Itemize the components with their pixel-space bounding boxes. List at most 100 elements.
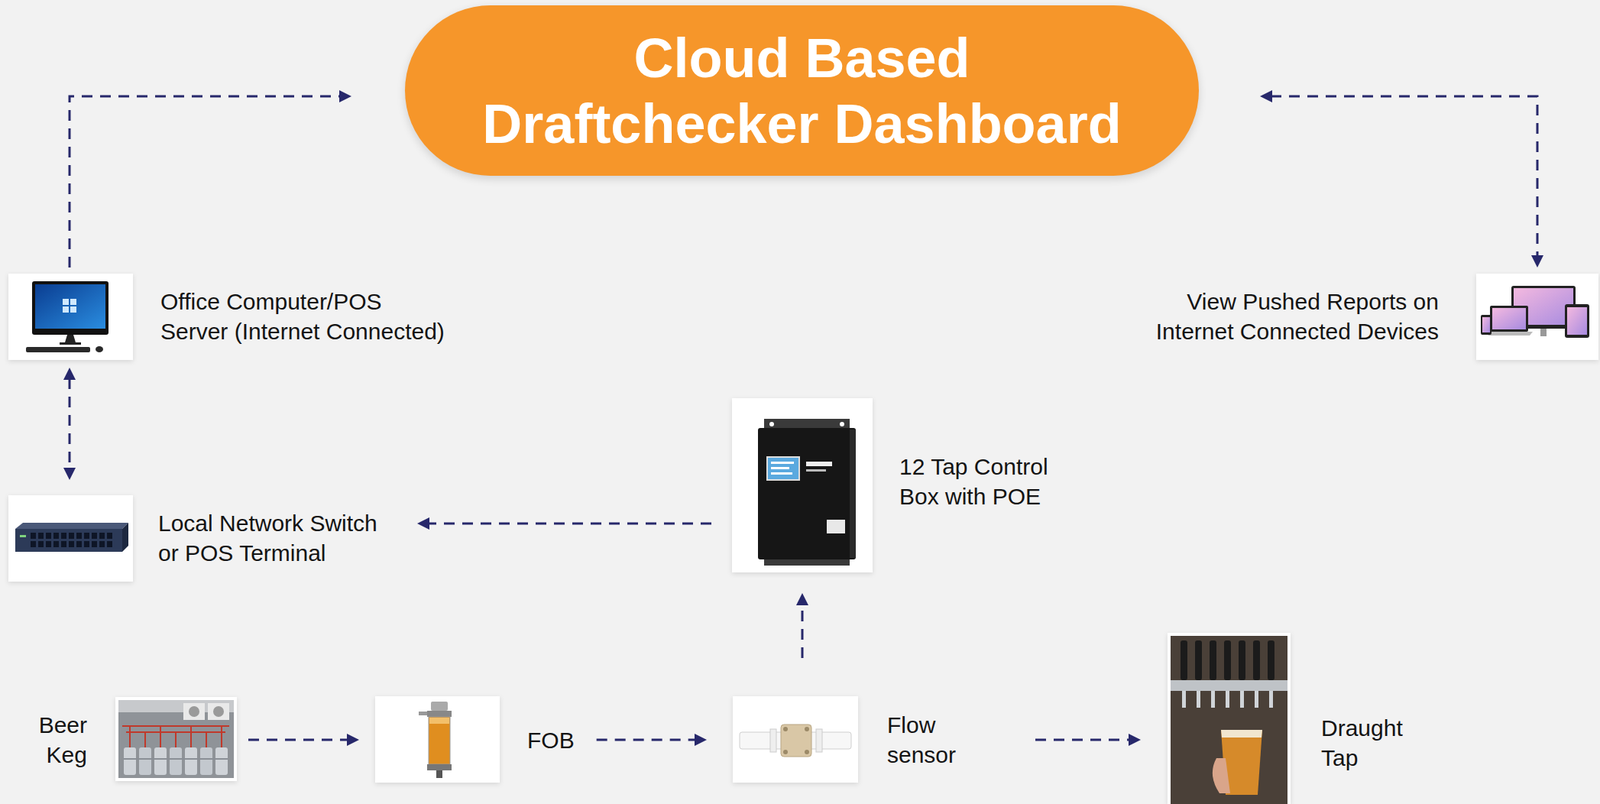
tap-illustration (1182, 690, 1186, 708)
node-label: Draught Tap (1321, 712, 1417, 773)
arrow-head (417, 517, 430, 530)
flow-sensor-illustration (732, 696, 859, 783)
connector-line (248, 738, 349, 742)
image-card-slot (732, 696, 859, 783)
dashed-connector (796, 592, 809, 658)
flow-sensor-node: Flow sensor (732, 696, 972, 783)
control-box-illustration (731, 398, 873, 573)
keg-illustration (215, 747, 228, 775)
node-label: View Pushed Reports on Internet Connecte… (1133, 286, 1439, 347)
switch-illustration (15, 522, 129, 529)
control-box-illustration (767, 456, 800, 480)
tap-illustration (1224, 640, 1231, 681)
tap-illustration (1167, 632, 1291, 804)
tap-illustration (1254, 690, 1259, 708)
image-card-slot (8, 273, 133, 360)
devices-illustration (1489, 305, 1529, 332)
computer-illustration (70, 306, 77, 313)
computer-illustration (62, 306, 69, 313)
dashboard-pill: Cloud Based Draftchecker Dashboard (404, 5, 1199, 176)
flow-sensor-illustration (783, 749, 788, 755)
keg-illustration (184, 747, 198, 775)
control-box-node: 12 Tap Control Box with POE (731, 398, 1076, 573)
fob-illustration (375, 696, 500, 783)
keg-illustration (123, 747, 137, 775)
tap-node: Draught Tap (1167, 632, 1417, 804)
control-box-illustration (806, 461, 833, 467)
tap-illustration (1195, 640, 1202, 681)
control-box-illustration (764, 418, 850, 430)
arrow-head (1531, 255, 1544, 268)
keg-illustration (115, 696, 237, 781)
flow-sensor-illustration (804, 726, 810, 732)
arrow-head (63, 467, 76, 480)
control-box-illustration (839, 421, 845, 427)
computer-illustration (95, 346, 104, 353)
fob-illustration (418, 711, 428, 716)
devices-illustration (1476, 273, 1599, 360)
tap-illustration (1212, 757, 1231, 794)
keg-illustration (122, 725, 230, 748)
fob-illustration (427, 710, 452, 717)
arrow-head (63, 367, 76, 380)
dashed-connector (248, 733, 360, 746)
tap-illustration (1267, 640, 1275, 681)
keg-illustration (115, 696, 237, 781)
node-label: FOB (527, 725, 575, 755)
keg-illustration (139, 747, 152, 775)
tap-illustration (1209, 640, 1217, 681)
keg-illustration (200, 747, 213, 775)
image-card-slot (8, 495, 133, 582)
arrow-head (1128, 733, 1141, 746)
fob-illustration (430, 701, 448, 711)
connector-line (427, 522, 712, 525)
dashed-connector (63, 367, 76, 480)
image-card-slot (1167, 632, 1291, 804)
fob-illustration (375, 696, 500, 783)
image-card-slot (115, 696, 237, 781)
computer-illustration (64, 334, 76, 343)
computer-illustration (25, 346, 91, 353)
computer-illustration (8, 273, 133, 360)
connector-line (1270, 96, 1538, 257)
tap-illustration (1167, 632, 1291, 804)
computer-illustration (35, 284, 106, 329)
node-label: 12 Tap Control Box with POE (899, 451, 1076, 512)
node-label: Beer Keg (29, 709, 88, 770)
devices-illustration (1492, 307, 1526, 330)
switch-node: Local Network Switch or POS Terminal (8, 495, 392, 582)
control-box-illustration (826, 519, 846, 534)
arrow-head (796, 592, 809, 606)
node-label: Flow sensor (887, 709, 972, 770)
connector-line (596, 738, 697, 742)
image-card-slot (1476, 273, 1599, 360)
fob-illustration (429, 717, 450, 724)
image-card-slot (731, 398, 873, 573)
keg-illustration (207, 702, 230, 720)
node-label: Office Computer/POS Server (Internet Con… (160, 286, 451, 347)
devices-node: View Pushed Reports on Internet Connecte… (1133, 273, 1599, 360)
flow-sensor-illustration (780, 724, 812, 757)
control-box-illustration (770, 461, 794, 464)
dashboard-title: Cloud Based Draftchecker Dashboard (470, 25, 1134, 157)
keg-illustration (169, 747, 182, 775)
flow-sensor-illustration (804, 749, 810, 755)
keg-illustration (123, 757, 228, 760)
fob-node: FOB (375, 696, 575, 783)
fob-illustration (428, 716, 451, 765)
keg-illustration (183, 702, 205, 720)
tap-illustration (1269, 690, 1273, 708)
dashed-connector (596, 733, 707, 746)
switch-illustration (8, 495, 133, 582)
devices-illustration (1564, 304, 1590, 338)
devices-illustration (1567, 307, 1588, 335)
control-box-illustration (806, 469, 826, 472)
devices-illustration (1485, 331, 1533, 336)
dashed-connector (1035, 733, 1141, 746)
image-card-slot (375, 696, 500, 783)
keg-illustration (188, 706, 200, 717)
keg-illustration (213, 706, 224, 717)
tap-illustration (1225, 690, 1230, 708)
control-box-illustration (757, 427, 856, 560)
control-box-illustration (769, 421, 775, 427)
